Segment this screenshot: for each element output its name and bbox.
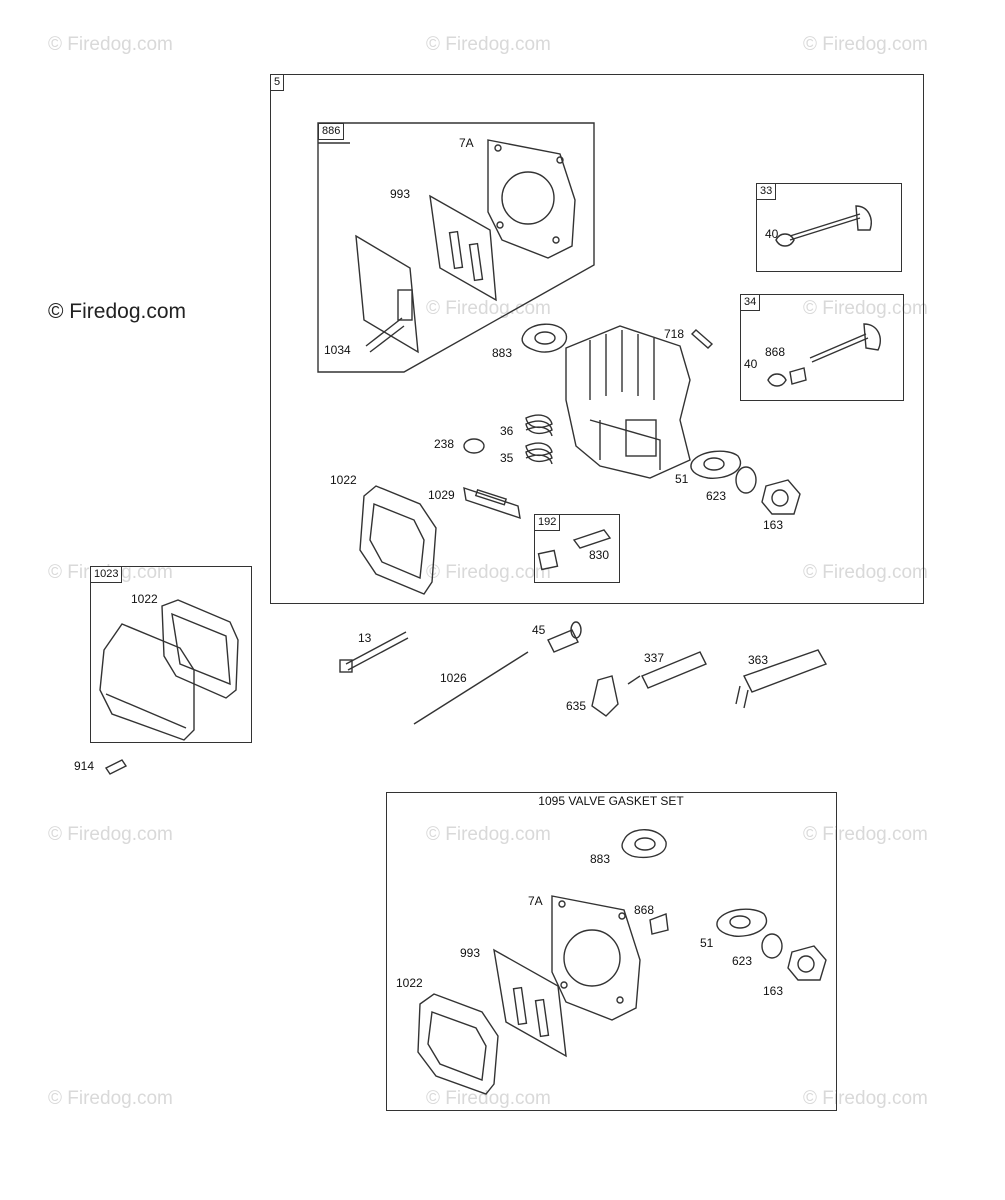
group-1023-frame xyxy=(90,566,252,743)
set-label-623: 623 xyxy=(732,954,753,968)
bolt xyxy=(345,631,409,671)
screw xyxy=(104,759,128,775)
group-192-tag: 192 xyxy=(534,514,561,531)
ring xyxy=(735,466,757,494)
push-rod xyxy=(413,651,529,725)
watermark: © Firedog.com xyxy=(803,562,928,583)
set-label-993: 993 xyxy=(460,946,481,960)
spark-plug xyxy=(641,651,707,689)
set-label-163: 163 xyxy=(763,984,784,998)
label-363: 363 xyxy=(748,653,769,667)
set-plate xyxy=(493,948,567,1058)
gasket-plate xyxy=(429,194,497,302)
group-34-frame xyxy=(740,294,904,401)
set-label-883: 883 xyxy=(590,852,611,866)
label-993: 993 xyxy=(390,187,411,201)
label-718: 718 xyxy=(664,327,685,341)
label-163: 163 xyxy=(763,518,784,532)
valve-spring xyxy=(525,414,553,437)
label-914: 914 xyxy=(74,759,95,773)
cylinder-363 xyxy=(743,649,828,693)
set-gasket-163 xyxy=(787,945,827,981)
tappet xyxy=(547,629,579,653)
label-51: 51 xyxy=(675,472,689,486)
label-623: 623 xyxy=(706,489,727,503)
watermark: © Firedog.com xyxy=(48,824,173,845)
label-1029: 1029 xyxy=(428,488,455,502)
set-valve-seal xyxy=(649,913,669,935)
group-5-tag: 5 xyxy=(270,74,285,91)
label-1022-cover: 1022 xyxy=(131,592,158,606)
set-rocker-gasket xyxy=(417,993,499,1095)
exhaust-valve xyxy=(789,213,861,241)
group-886-tag: 886 xyxy=(318,123,345,140)
spark-plug-boot xyxy=(591,675,619,717)
group-33-frame xyxy=(756,183,902,272)
set-label-51: 51 xyxy=(700,936,714,950)
cylinder-head xyxy=(565,325,691,479)
set-label-868: 868 xyxy=(634,903,655,917)
watermark: © Firedog.com xyxy=(426,298,551,319)
label-635: 635 xyxy=(566,699,587,713)
group-5-frame xyxy=(270,74,924,604)
label-883: 883 xyxy=(492,346,513,360)
label-1034: 1034 xyxy=(324,343,351,357)
watermark: © Firedog.com xyxy=(426,562,551,583)
watermark: © Firedog.com xyxy=(48,1088,173,1109)
group-886-frame xyxy=(317,122,595,373)
label-40-b: 40 xyxy=(744,357,758,371)
label-337: 337 xyxy=(644,651,665,665)
label-45: 45 xyxy=(532,623,546,637)
intake-gasket xyxy=(690,450,742,479)
main-watermark: © Firedog.com xyxy=(48,300,187,323)
valve-cover xyxy=(99,623,195,741)
exhaust-gasket xyxy=(521,323,568,353)
gasket-163 xyxy=(761,479,801,515)
group-33-tag: 33 xyxy=(756,183,777,200)
watermark: © Firedog.com xyxy=(803,298,928,319)
valve-gasket-set-title: 1095 VALVE GASKET SET xyxy=(538,794,684,808)
pin xyxy=(690,329,714,349)
set-label-1022: 1022 xyxy=(396,976,423,990)
watermark: © Firedog.com xyxy=(426,1088,551,1109)
watermark: © Firedog.com xyxy=(803,824,928,845)
cap xyxy=(463,438,485,454)
label-238: 238 xyxy=(434,437,455,451)
label-1022: 1022 xyxy=(330,473,357,487)
watermark: © Firedog.com xyxy=(426,34,551,55)
set-label-7a: 7A xyxy=(528,894,543,908)
set-ring xyxy=(761,933,783,959)
intake-valve xyxy=(809,333,869,363)
watermark: © Firedog.com xyxy=(803,1088,928,1109)
valve-spring xyxy=(525,442,553,465)
label-1026: 1026 xyxy=(440,671,467,685)
label-35: 35 xyxy=(500,451,514,465)
group-34-tag: 34 xyxy=(740,294,761,311)
stud xyxy=(572,529,612,549)
rocker-plate xyxy=(355,234,419,354)
label-40-a: 40 xyxy=(765,227,779,241)
set-intake-gasket xyxy=(716,908,768,937)
label-868: 868 xyxy=(765,345,786,359)
label-830: 830 xyxy=(589,548,610,562)
watermark: © Firedog.com xyxy=(426,824,551,845)
watermark: © Firedog.com xyxy=(803,34,928,55)
group-192-frame xyxy=(534,514,620,583)
set-exhaust-gasket xyxy=(621,829,667,859)
rocker-gasket xyxy=(359,485,437,595)
set-head-gasket xyxy=(551,895,641,1021)
valve-gasket-set-frame xyxy=(386,792,837,1111)
rocker-arm xyxy=(463,486,521,520)
watermark: © Firedog.com xyxy=(48,34,173,55)
label-7a: 7A xyxy=(459,136,474,150)
label-36: 36 xyxy=(500,424,514,438)
label-13: 13 xyxy=(358,631,372,645)
group-1023-tag: 1023 xyxy=(90,566,123,583)
nut xyxy=(537,549,559,571)
